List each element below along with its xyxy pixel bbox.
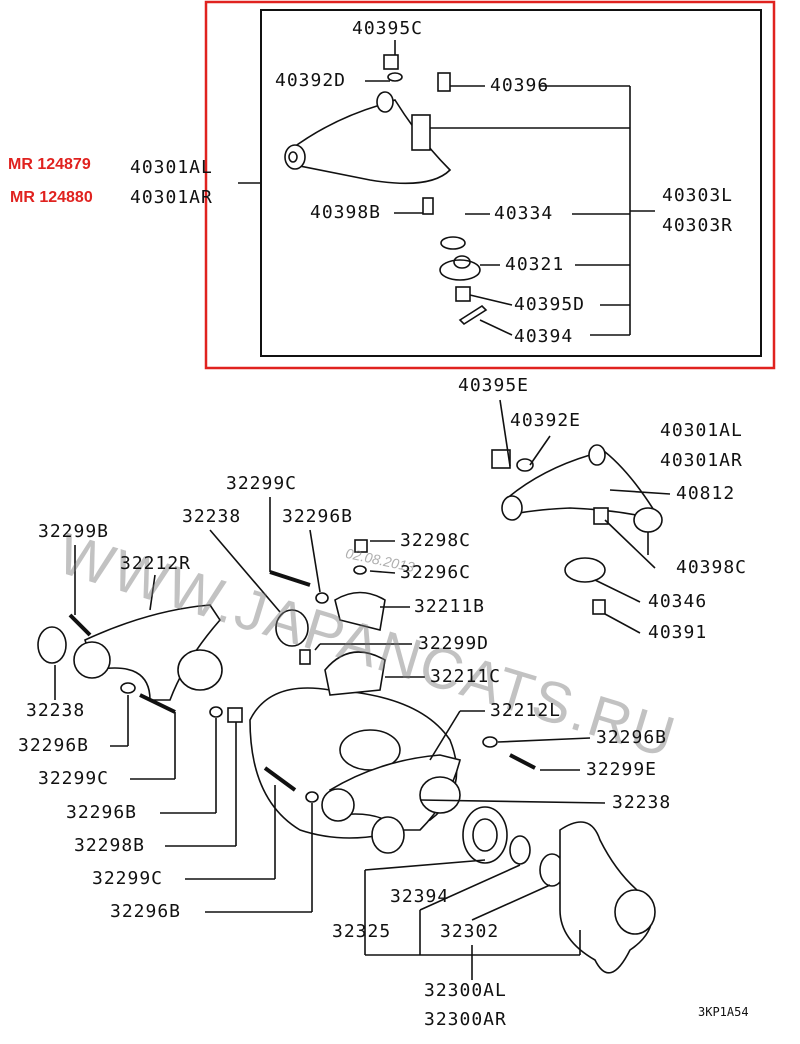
part-label: 32238 <box>182 506 242 527</box>
part-label: 32299B <box>38 521 110 542</box>
part-label: 40391 <box>648 622 708 643</box>
part-label: 32394 <box>390 886 450 907</box>
part-label: 40301AL <box>660 420 743 441</box>
part-label: 32299E <box>586 759 658 780</box>
part-label: 40334 <box>494 203 554 224</box>
part-label: 32238 <box>612 792 672 813</box>
part-label: 40303L <box>662 185 734 206</box>
part-label: 32299C <box>226 473 298 494</box>
part-label: 40392E <box>510 410 582 431</box>
part-label: 40392D <box>275 70 347 91</box>
part-label: 32211B <box>414 596 486 617</box>
part-label: 40398B <box>310 202 382 223</box>
part-label: 32211C <box>430 666 502 687</box>
part-label: 32302 <box>440 921 500 942</box>
part-label: 40346 <box>648 591 708 612</box>
part-label: 32299C <box>38 768 110 789</box>
part-label: 40395D <box>514 294 586 315</box>
part-label: 40396 <box>490 75 550 96</box>
part-label: 32296B <box>282 506 354 527</box>
order-number-left: MR 124879 <box>8 156 91 173</box>
part-label: 32296B <box>596 727 668 748</box>
part-label: 32296C <box>400 562 472 583</box>
part-label: 40301AR <box>130 187 213 208</box>
part-label: 32299C <box>92 868 164 889</box>
part-label: 40398C <box>676 557 748 578</box>
part-label: 40321 <box>505 254 565 275</box>
part-label: 32298C <box>400 530 472 551</box>
part-label: 32296B <box>18 735 90 756</box>
part-label: 40395C <box>352 18 424 39</box>
highlight-box <box>204 0 776 370</box>
part-label: 32299D <box>418 633 490 654</box>
part-label: 40301AL <box>130 157 213 178</box>
part-label: 32300AL <box>424 980 507 1001</box>
part-label: 32296B <box>66 802 138 823</box>
part-label: 32325 <box>332 921 392 942</box>
part-label: 40394 <box>514 326 574 347</box>
part-label: 32238 <box>26 700 86 721</box>
part-label: 40301AR <box>660 450 743 471</box>
part-label: 32212R <box>120 553 192 574</box>
part-label: 40303R <box>662 215 734 236</box>
part-label: 32296B <box>110 901 182 922</box>
part-label: 40812 <box>676 483 736 504</box>
part-label: 40395E <box>458 375 530 396</box>
figure-code: 3KP1A54 <box>698 1005 749 1019</box>
order-number-right: MR 124880 <box>10 189 93 206</box>
part-label: 32212L <box>490 700 562 721</box>
part-label: 32298B <box>74 835 146 856</box>
part-label: 32300AR <box>424 1009 507 1030</box>
